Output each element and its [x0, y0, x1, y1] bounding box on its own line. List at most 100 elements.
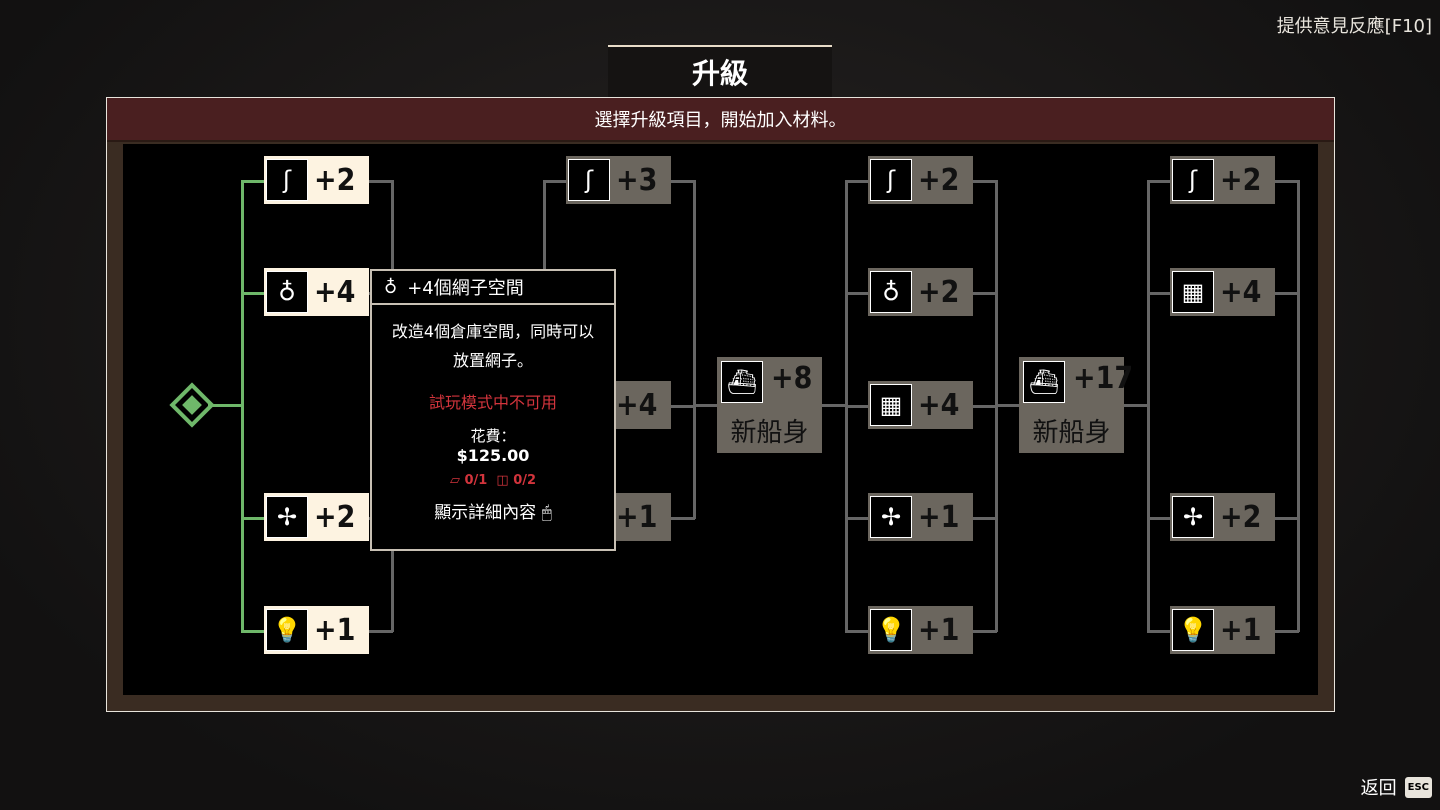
- upgrade-node[interactable]: ▦+4: [868, 381, 973, 429]
- upgrade-node[interactable]: ♁+2: [868, 268, 973, 316]
- tooltip-title: +4個網子空間: [407, 278, 524, 299]
- hook-icon: ʃ: [568, 159, 610, 201]
- connector-line: [1123, 404, 1147, 407]
- upgrade-value: +4: [918, 387, 960, 423]
- back-button[interactable]: 返回 ESC: [1361, 774, 1432, 800]
- grid-icon: ▦: [870, 384, 912, 426]
- connector-line: [1275, 292, 1299, 295]
- upgrade-value: +1: [1220, 612, 1262, 648]
- fan-icon: ✢: [266, 496, 308, 538]
- hull-value: +17: [1073, 361, 1134, 396]
- upgrade-value: +4: [314, 274, 356, 310]
- connector-line: [845, 405, 868, 408]
- new-hull-node[interactable]: ⛴+8 新船身: [717, 357, 822, 453]
- connector-line: [1147, 630, 1170, 633]
- net-icon: ♁: [384, 276, 398, 298]
- upgrade-node[interactable]: ʃ+2: [1170, 156, 1275, 204]
- upgrade-value: +1: [918, 499, 960, 535]
- upgrade-node[interactable]: 💡+1: [1170, 606, 1275, 654]
- connector-line: [1275, 180, 1299, 183]
- connector-line: [973, 630, 997, 633]
- upgrade-value: +3: [616, 162, 658, 198]
- upgrade-value: +2: [918, 162, 960, 198]
- bulb-icon: 💡: [266, 609, 308, 651]
- upgrade-node[interactable]: ✢+1: [868, 493, 973, 541]
- connector-line: [822, 404, 846, 407]
- connector-line: [1297, 180, 1300, 632]
- connector-line: [241, 292, 264, 295]
- upgrade-node[interactable]: ✢+2: [264, 493, 369, 541]
- grid-icon: ▦: [1172, 271, 1214, 313]
- new-hull-node[interactable]: ⛴+17 新船身: [1019, 357, 1133, 453]
- hook-icon: ʃ: [266, 159, 308, 201]
- connector-line: [1275, 630, 1299, 633]
- material-1-count: 0/1: [464, 473, 488, 488]
- hull-label: 新船身: [1032, 418, 1111, 448]
- tooltip: ♁ +4個網子空間 改造4個倉庫空間，同時可以放置網子。 試玩模式中不可用 花費：…: [370, 269, 616, 551]
- upgrade-node[interactable]: ʃ+2: [868, 156, 973, 204]
- connector-line: [241, 630, 264, 633]
- connector-line: [693, 404, 717, 407]
- material-2-count: 0/2: [513, 473, 537, 488]
- feedback-button[interactable]: 提供意見反應[F10]: [1276, 16, 1432, 37]
- bulb-icon: 💡: [1172, 609, 1214, 651]
- net-icon: ♁: [266, 271, 308, 313]
- back-label: 返回: [1360, 778, 1397, 799]
- cost-label: 花費：: [470, 427, 516, 445]
- upgrade-node[interactable]: ▦+4: [1170, 268, 1275, 316]
- tooltip-description: 改造4個倉庫空間，同時可以放置網子。: [391, 322, 595, 370]
- upgrade-value: +4: [1220, 274, 1262, 310]
- upgrade-value: +2: [918, 274, 960, 310]
- esc-key-icon: ESC: [1404, 776, 1432, 798]
- connector-line: [1147, 292, 1170, 295]
- connector-line: [973, 517, 997, 520]
- connector-line: [693, 180, 696, 519]
- upgrade-node[interactable]: ʃ+2: [264, 156, 369, 204]
- upgrade-node[interactable]: ♁+4: [264, 268, 369, 316]
- page-title: 升級: [608, 45, 832, 97]
- upgrade-node[interactable]: 💡+1: [868, 606, 973, 654]
- connector-line: [241, 180, 264, 183]
- upgrade-value: +1: [616, 499, 658, 535]
- show-details-label: 顯示詳細內容: [434, 503, 537, 523]
- upgrade-value: +2: [1220, 499, 1262, 535]
- connector-line: [369, 630, 393, 633]
- ship-icon: ⛴: [721, 361, 763, 403]
- upgrade-node[interactable]: ʃ+3: [566, 156, 671, 204]
- connector-line: [671, 405, 695, 408]
- mouse-icon: 🖱: [541, 503, 552, 523]
- plank-icon: ▱: [449, 473, 460, 488]
- connector-line: [845, 630, 868, 633]
- hull-label: 新船身: [730, 418, 809, 448]
- show-details-button[interactable]: 顯示詳細內容 🖱: [372, 498, 614, 523]
- fan-icon: ✢: [870, 496, 912, 538]
- hull-value: +8: [771, 361, 813, 396]
- connector-line: [973, 180, 997, 183]
- connector-line: [845, 517, 868, 520]
- net-icon: ♁: [870, 271, 912, 313]
- tooltip-warning: 試玩模式中不可用: [428, 393, 557, 412]
- upgrade-value: +4: [616, 387, 658, 423]
- ship-icon: ⛴: [1023, 361, 1065, 403]
- connector-line: [845, 180, 868, 183]
- connector-line: [543, 180, 566, 183]
- connector-line: [369, 180, 393, 183]
- upgrade-value: +2: [314, 162, 356, 198]
- connector-line: [973, 405, 997, 408]
- upgrade-value: +1: [918, 612, 960, 648]
- cost-value: $125.00: [456, 446, 530, 465]
- connector-line: [1147, 517, 1170, 520]
- fan-icon: ✢: [1172, 496, 1214, 538]
- upgrade-node[interactable]: ✢+2: [1170, 493, 1275, 541]
- cloth-icon: ◫: [496, 473, 509, 488]
- connector-line: [845, 292, 868, 295]
- connector-line: [208, 404, 242, 407]
- upgrade-node[interactable]: 💡+1: [264, 606, 369, 654]
- connector-line: [241, 180, 244, 632]
- upgrade-value: +2: [1220, 162, 1262, 198]
- connector-line: [671, 517, 695, 520]
- connector-line: [973, 292, 997, 295]
- upgrade-value: +1: [314, 612, 356, 648]
- bulb-icon: 💡: [870, 609, 912, 651]
- instructions: 選擇升級項目，開始加入材料。: [107, 98, 1334, 142]
